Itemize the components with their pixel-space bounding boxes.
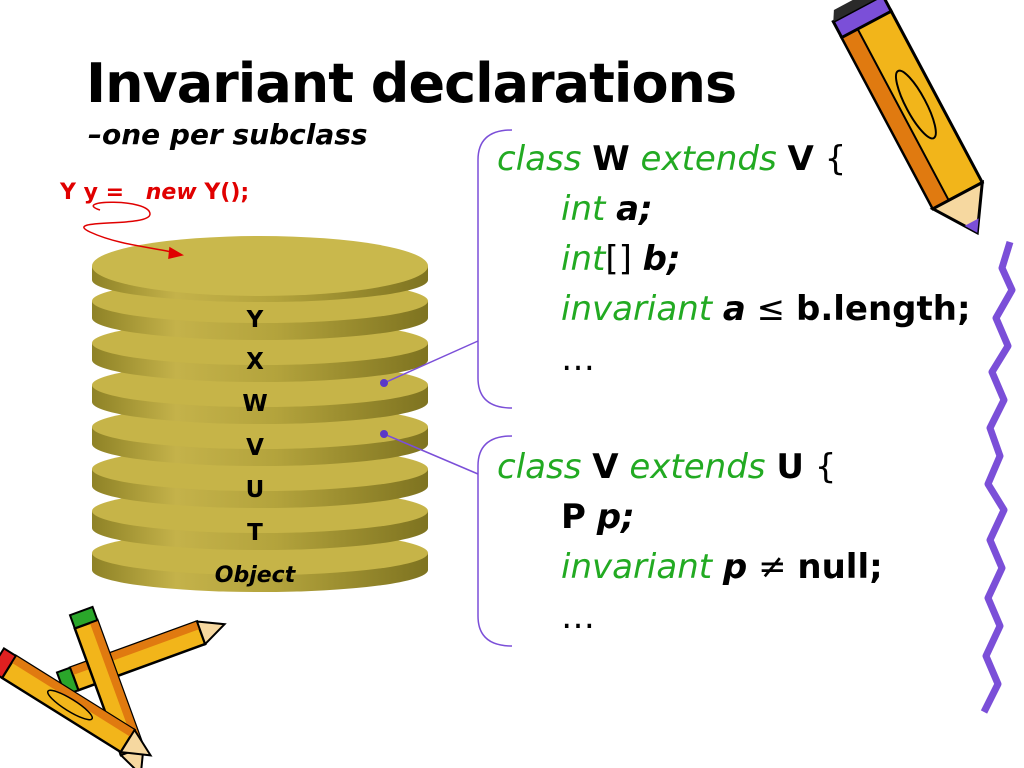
- type-int: int: [561, 189, 606, 229]
- bracket-v: [477, 435, 513, 647]
- code-block-v: class V extends U { P p; invariant p ≠ n…: [497, 442, 883, 642]
- code-w-line-1: class W extends V {: [497, 134, 971, 184]
- array-brackets: []: [605, 239, 632, 279]
- connector-w: [380, 340, 479, 387]
- keyword-extends: extends: [629, 447, 766, 487]
- note-var: y: [83, 180, 98, 205]
- note-eq: =: [105, 180, 125, 205]
- keyword-invariant: invariant: [561, 289, 713, 329]
- layer-label-object: Object: [214, 563, 296, 588]
- code-w-ellipsis: …: [561, 339, 599, 379]
- connector-v: [380, 430, 479, 475]
- type-p: P: [561, 497, 586, 537]
- layer-label-v: V: [246, 435, 264, 461]
- invariant-rhs: b.length;: [795, 289, 971, 329]
- bracket-w: [477, 129, 513, 409]
- class-name: V: [592, 447, 619, 487]
- slide-subtitle: –one per subclass: [88, 118, 368, 151]
- invariant-rhs: null;: [797, 547, 883, 587]
- superclass-name: V: [787, 139, 814, 179]
- slide-title: Invariant declarations: [86, 52, 737, 115]
- layer-label-x: X: [246, 349, 264, 375]
- note-type: Y: [60, 180, 76, 205]
- invariant-p: p: [722, 547, 748, 587]
- class-name: W: [592, 139, 630, 179]
- field-b: b;: [642, 239, 681, 279]
- open-brace: {: [824, 139, 847, 179]
- code-block-w: class W extends V { int a; int[] b; inva…: [497, 134, 971, 384]
- instantiation-note: Y y = new Y();: [60, 180, 249, 205]
- layer-label-t: T: [247, 520, 263, 546]
- note-new-keyword: new: [145, 180, 197, 205]
- keyword-invariant: invariant: [561, 547, 713, 587]
- crossed-pencils-icon: [0, 605, 227, 768]
- code-v-line-1: class V extends U {: [497, 442, 883, 492]
- code-w-line-4: invariant a ≤ b.length;: [497, 284, 971, 334]
- keyword-class: class: [497, 447, 582, 487]
- note-ctor: Y();: [204, 180, 250, 205]
- pencil-icon: [831, 0, 985, 236]
- type-int-array: int: [561, 239, 606, 279]
- note-arrow: [83, 201, 185, 259]
- superclass-name: U: [776, 447, 804, 487]
- layer-label-w: W: [242, 391, 268, 417]
- field-a: a;: [616, 189, 653, 229]
- code-w-line-3: int[] b;: [497, 234, 971, 284]
- decorative-wave: [980, 240, 1016, 714]
- layer-label-y: Y: [246, 307, 264, 333]
- code-v-line-3: invariant p ≠ null;: [497, 542, 883, 592]
- keyword-class: class: [497, 139, 582, 179]
- code-v-ellipsis: …: [561, 597, 599, 637]
- invariant-a: a: [722, 289, 746, 329]
- code-w-line-2: int a;: [497, 184, 971, 234]
- code-v-line-2: P p;: [497, 492, 883, 542]
- disk-stack: [92, 236, 428, 592]
- invariant-op-le: ≤: [756, 289, 786, 329]
- open-brace: {: [814, 447, 837, 487]
- invariant-op-ne: ≠: [758, 547, 787, 587]
- layer-label-u: U: [245, 477, 265, 503]
- keyword-extends: extends: [640, 139, 777, 179]
- field-p: p;: [596, 497, 635, 537]
